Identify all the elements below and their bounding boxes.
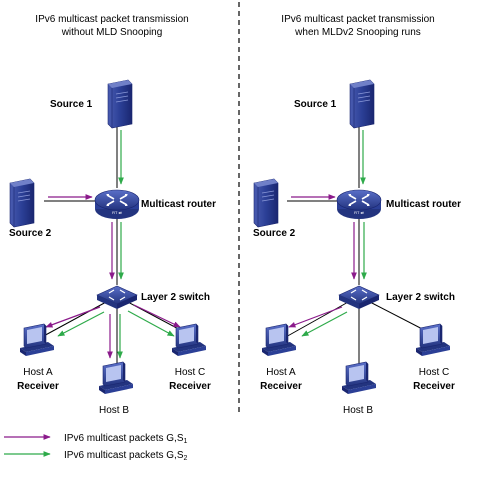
left-router-icon — [94, 189, 140, 220]
right-title-line1: IPv6 multicast packet transmission — [281, 14, 434, 25]
right-host-c-label: Host C — [419, 367, 450, 378]
right-arrows — [288, 130, 367, 337]
left-host-c-icon — [171, 323, 207, 357]
right-host-c-role: Receiver — [413, 381, 455, 392]
right-host-a-role: Receiver — [260, 381, 302, 392]
left-switch-icon — [96, 285, 138, 310]
left-host-c-label: Host C — [175, 367, 206, 378]
left-host-a-icon — [19, 323, 55, 357]
left-panel: IPv6 multicast packet transmission witho… — [9, 14, 216, 416]
right-host-a-label: Host A — [266, 367, 296, 378]
right-links — [283, 125, 433, 364]
right-host-a-icon — [261, 323, 297, 357]
left-host-c-role: Receiver — [169, 381, 211, 392]
right-router-label: Multicast router — [386, 199, 461, 210]
left-source2-label: Source 2 — [9, 228, 52, 239]
left-arrows — [45, 130, 181, 359]
right-panel: IPv6 multicast packet transmission when … — [253, 14, 461, 416]
right-host-c-icon — [415, 323, 451, 357]
left-links — [39, 125, 189, 364]
legend-s1-label: IPv6 multicast packets G,S1 — [64, 433, 188, 445]
left-host-a-label: Host A — [23, 367, 53, 378]
right-switch-icon — [338, 285, 380, 310]
right-source2-server-icon — [253, 178, 279, 228]
right-switch-label: Layer 2 switch — [386, 292, 455, 303]
right-router-icon — [336, 189, 382, 220]
left-switch-label: Layer 2 switch — [141, 292, 210, 303]
left-title-line1: IPv6 multicast packet transmission — [35, 14, 188, 25]
legend: IPv6 multicast packets G,S1 IPv6 multica… — [4, 433, 188, 462]
left-host-b-icon — [98, 361, 134, 395]
right-title-line2: when MLDv2 Snooping runs — [294, 27, 421, 38]
left-source1-label: Source 1 — [50, 99, 93, 110]
left-host-a-role: Receiver — [17, 381, 59, 392]
right-host-b-icon — [341, 361, 377, 395]
left-host-b-label: Host B — [99, 405, 129, 416]
left-title-line2: without MLD Snooping — [61, 27, 163, 38]
right-host-b-label: Host B — [343, 405, 373, 416]
left-router-label: Multicast router — [141, 199, 216, 210]
left-source1-server-icon — [107, 79, 133, 129]
right-source1-label: Source 1 — [294, 99, 337, 110]
left-source2-server-icon — [9, 178, 35, 228]
right-source1-server-icon — [349, 79, 375, 129]
legend-s2-label: IPv6 multicast packets G,S2 — [64, 450, 188, 462]
right-source2-label: Source 2 — [253, 228, 296, 239]
